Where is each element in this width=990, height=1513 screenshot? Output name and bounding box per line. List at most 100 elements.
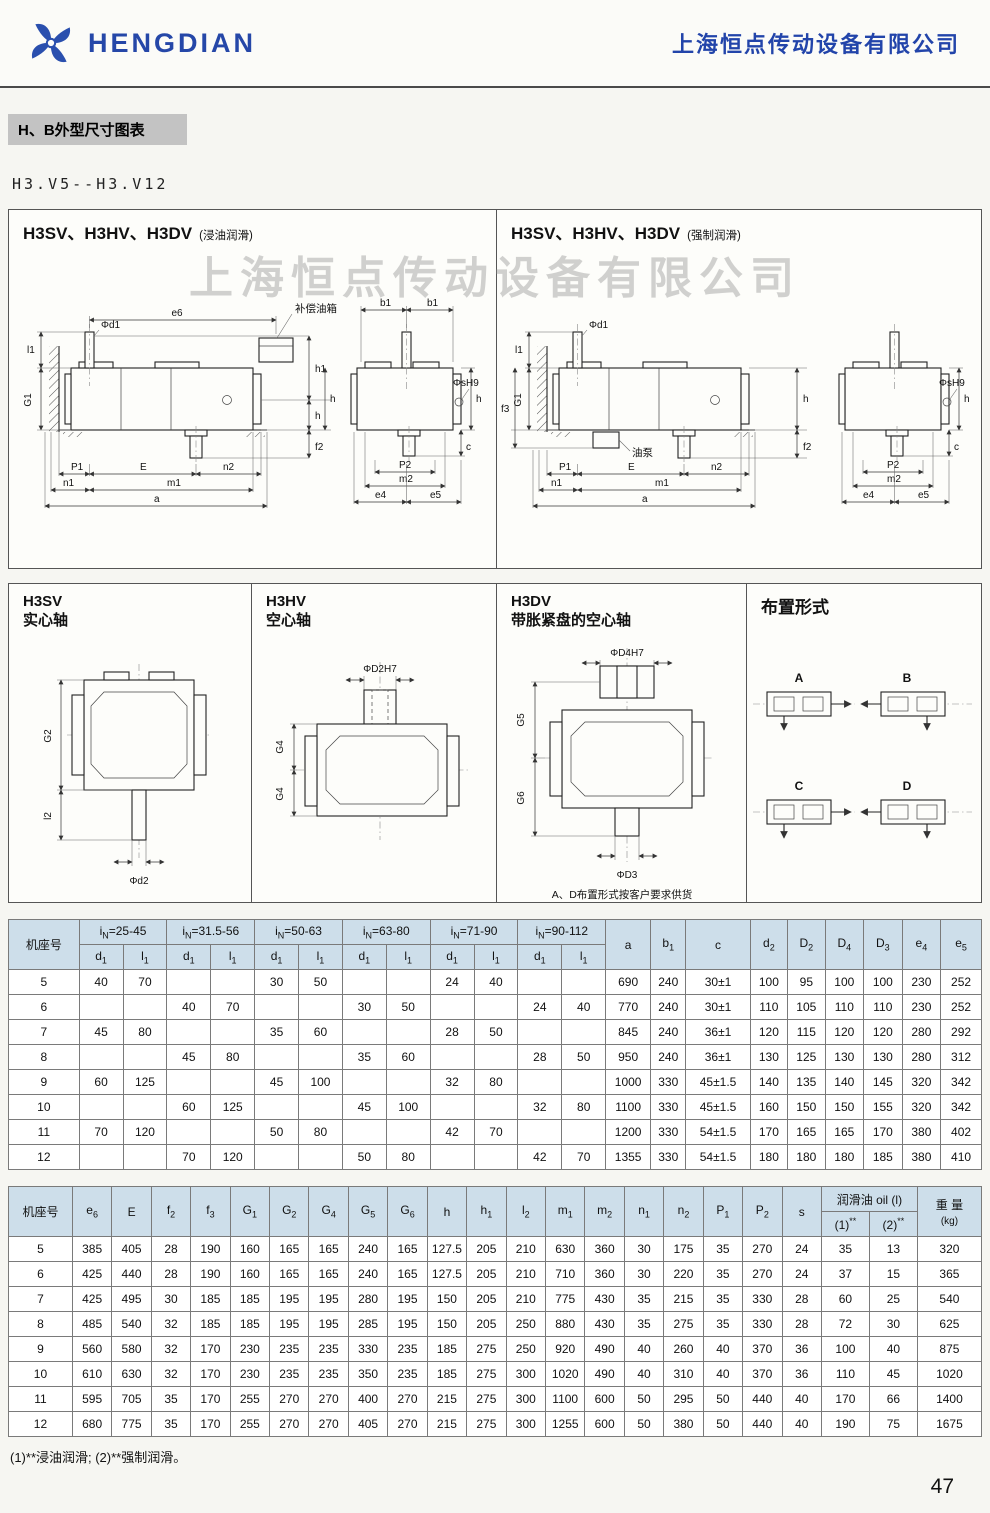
table1-cell: 7 xyxy=(8,1019,80,1045)
table1-cell: 60 xyxy=(385,1044,431,1070)
dim-m1: m1 xyxy=(167,478,181,489)
table1-cell: 32 xyxy=(517,1094,563,1120)
table1-cell: 80 xyxy=(122,1019,168,1045)
table1-sub-header: l1 xyxy=(473,944,519,970)
table2-cell: 280 xyxy=(347,1286,389,1312)
table1-cell: 70 xyxy=(78,1119,124,1145)
table1-cell: 845 xyxy=(605,1019,652,1045)
table2-cell: 275 xyxy=(466,1386,507,1412)
dim-h-side: h xyxy=(964,394,970,405)
table2-cell: 36 xyxy=(781,1336,822,1362)
table2-header: G6 xyxy=(387,1186,428,1237)
panel-title-text: H3HV xyxy=(266,593,307,610)
table2-cell: 430 xyxy=(584,1311,625,1337)
table2-cell: 365 xyxy=(916,1261,983,1287)
table1-cell xyxy=(473,1094,519,1120)
table2-cell: 490 xyxy=(584,1361,625,1387)
table1-cell xyxy=(341,1019,387,1045)
table2-cell: 35 xyxy=(623,1311,665,1337)
table1-cell: 330 xyxy=(650,1094,687,1120)
table1-cell: 60 xyxy=(166,1094,212,1120)
table2-cell: 205 xyxy=(466,1261,507,1287)
dim-E: E xyxy=(140,462,147,473)
table1-sub-header: l1 xyxy=(385,944,431,970)
table1-cell: 130 xyxy=(863,1044,903,1070)
table1-tail-header: d2 xyxy=(749,919,789,970)
table2-cell: 30 xyxy=(868,1311,918,1337)
table2-cell: 405 xyxy=(111,1236,152,1262)
dim-G4-upper: G4 xyxy=(275,740,286,754)
table2-cell: 250 xyxy=(505,1336,547,1362)
table1-cell: 170 xyxy=(863,1119,903,1145)
table1-cell xyxy=(78,1144,124,1170)
table2-cell: 270 xyxy=(308,1411,349,1437)
table1-cell xyxy=(254,1144,300,1170)
table2-cell: 60 xyxy=(820,1286,870,1312)
table2-cell: 28 xyxy=(781,1286,822,1312)
table2-cell: 270 xyxy=(387,1411,428,1437)
section-title: H、B外型尺寸图表 xyxy=(8,114,187,145)
table2-cell: 220 xyxy=(663,1261,704,1287)
dim-E: E xyxy=(628,462,635,473)
h3sv-drawing: G2 l2 Φd2 xyxy=(43,664,211,887)
table2-cell: 275 xyxy=(663,1311,704,1337)
table1-cell: 12 xyxy=(8,1144,80,1170)
table2-cell: 15 xyxy=(868,1261,918,1287)
dim-m2: m2 xyxy=(399,474,413,485)
table2-cell: 495 xyxy=(111,1286,152,1312)
dim-n1: n1 xyxy=(63,478,75,489)
table2-cell: 6 xyxy=(8,1261,73,1287)
front-view: 补偿油箱 e6 Φd1 l1 G1 xyxy=(23,302,337,509)
dim-c: c xyxy=(466,442,471,453)
table1-cell: 70 xyxy=(122,969,168,995)
dim-phi-D3: ΦD3 xyxy=(617,870,638,881)
table1-cell: 11 xyxy=(8,1119,80,1145)
table2-cell: 165 xyxy=(387,1261,428,1287)
table2-cell: 1020 xyxy=(916,1361,983,1387)
table2-cell: 72 xyxy=(820,1311,870,1337)
table2-cell: 285 xyxy=(347,1311,389,1337)
dim-phi-sH9: ΦsH9 xyxy=(453,378,479,389)
table2-cell: 190 xyxy=(820,1411,870,1437)
table2-oil-sub-header: (1)** xyxy=(820,1211,870,1237)
dim-h: h xyxy=(315,411,321,422)
table1-cell: 40 xyxy=(78,969,124,995)
dim-P2: P2 xyxy=(887,460,900,471)
table1-cell xyxy=(561,1069,607,1095)
table2-cell: 235 xyxy=(308,1361,349,1387)
table1-cell: 690 xyxy=(605,969,652,995)
table2-cell: 170 xyxy=(820,1386,870,1412)
dim-G6: G6 xyxy=(516,791,527,805)
table2-cell: 320 xyxy=(916,1236,983,1262)
table1-cell: 230 xyxy=(901,969,942,995)
table1-cell xyxy=(385,1119,431,1145)
table2-cell: 1100 xyxy=(544,1386,586,1412)
dim-n1: n1 xyxy=(551,478,563,489)
table2-cell: 35 xyxy=(702,1311,744,1337)
table2-cell: 255 xyxy=(229,1386,271,1412)
table1-cell: 770 xyxy=(605,994,652,1020)
table2-cell: 270 xyxy=(308,1386,349,1412)
page-header: HENGDIAN 上海恒点传动设备有限公司 xyxy=(0,0,990,88)
table2-cell: 150 xyxy=(426,1311,468,1337)
table1-group-header: iN=90-112 xyxy=(517,919,607,945)
dim-n2: n2 xyxy=(223,462,235,473)
table1-cell: 342 xyxy=(940,1094,982,1120)
table2-cell: 235 xyxy=(308,1336,349,1362)
table2-cell: 36 xyxy=(781,1361,822,1387)
table2-cell: 32 xyxy=(150,1361,192,1387)
table2-cell: 600 xyxy=(584,1386,625,1412)
table2-cell: 1400 xyxy=(916,1386,983,1412)
table1-cell: 115 xyxy=(787,1019,826,1045)
table2-cell: 270 xyxy=(269,1411,310,1437)
table1-cell xyxy=(78,1094,124,1120)
table1-cell: 28 xyxy=(429,1019,475,1045)
table1-cell: 8 xyxy=(8,1044,80,1070)
dim-f2: f2 xyxy=(315,442,324,453)
table1-cell: 1100 xyxy=(605,1094,652,1120)
table2-cell: 235 xyxy=(387,1336,428,1362)
table1-cell xyxy=(341,1119,387,1145)
